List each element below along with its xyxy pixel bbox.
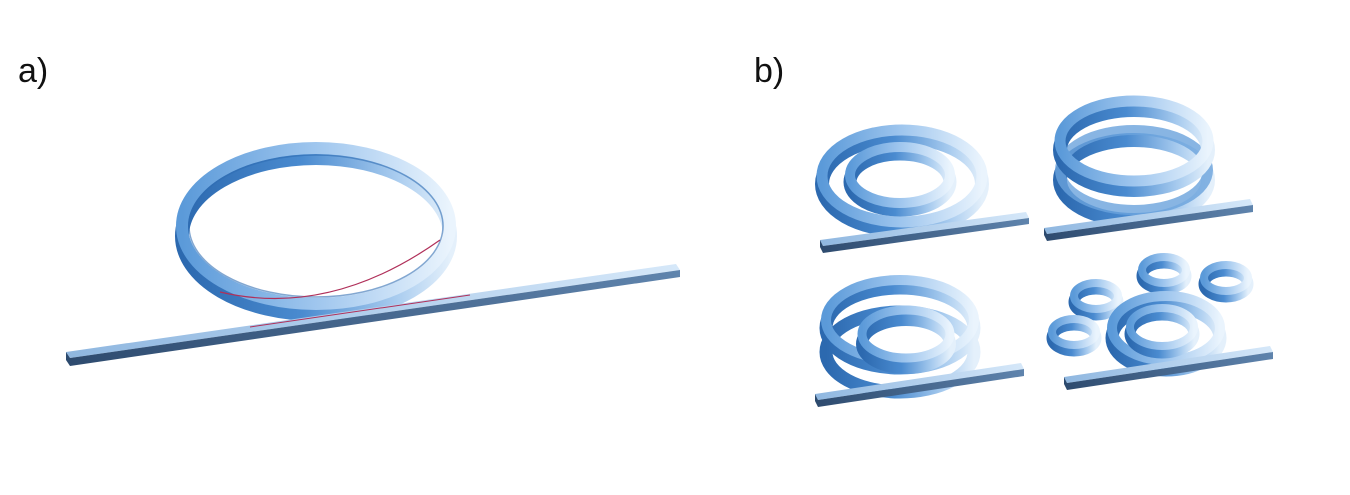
panel-b-device-1 <box>815 124 1029 253</box>
panel-a-device <box>66 142 680 366</box>
panel-b-device-2 <box>1044 95 1253 241</box>
panel-a-bus-waveguide <box>66 264 680 366</box>
panel-label-a: a) <box>18 52 49 90</box>
panel-b-device-4 <box>1046 253 1273 390</box>
panel-b-device-3 <box>815 275 1024 407</box>
panel-label-b: b) <box>754 52 785 90</box>
panel-a-ring <box>175 142 457 321</box>
